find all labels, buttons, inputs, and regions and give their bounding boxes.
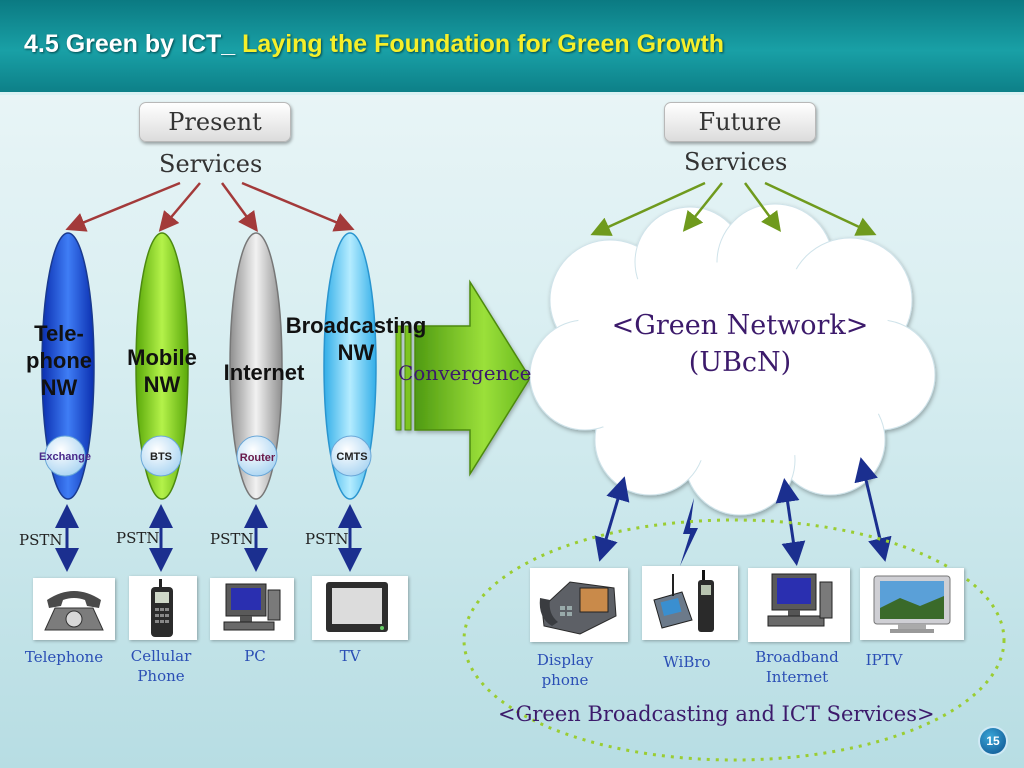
green-network-title: <Green Network> <box>611 310 869 341</box>
present-button: Present <box>139 102 291 142</box>
broadband-internet-label: Broadband Internet <box>755 648 839 686</box>
pstn-label-2: PSTN <box>116 529 160 547</box>
title-highlight: Laying the Foundation for Green Growth <box>242 30 725 58</box>
pc-image <box>210 578 294 640</box>
cloud-link-iptv <box>854 457 892 562</box>
tv-image <box>312 576 408 640</box>
present-service-arrows <box>65 181 355 233</box>
convergence-label: Convergence <box>398 361 532 385</box>
cmts-node-circle <box>330 435 372 477</box>
display-phone-label: Display phone <box>536 651 594 689</box>
router-node-circle <box>236 435 278 477</box>
pstn-label-3: PSTN <box>210 530 254 548</box>
exchange-label: Exchange <box>39 451 91 463</box>
pc-label: PC <box>244 647 266 665</box>
green-network-label: <Green Network> (UBcN) <box>570 307 910 381</box>
wibro-image <box>642 566 738 640</box>
cloud-link-display-phone <box>594 476 630 562</box>
bts-node-circle <box>140 435 182 477</box>
broadcasting-network-ellipse <box>323 232 377 500</box>
telephone-network-ellipse <box>41 232 95 500</box>
green-network-cloud <box>529 203 936 516</box>
future-services-label: Services <box>684 148 788 176</box>
cmts-label: CMTS <box>336 451 368 463</box>
iptv-label: IPTV <box>865 651 903 669</box>
cellular-phone-icon <box>151 579 173 637</box>
wibro-icon <box>653 570 714 632</box>
mobile-network-ellipse <box>135 232 189 500</box>
telephone-image <box>33 578 115 640</box>
telephone-label: Telephone <box>24 648 104 666</box>
display-phone-image <box>530 568 628 642</box>
pstn-label-1: PSTN <box>19 531 63 549</box>
page-number: 15 <box>980 728 1006 754</box>
future-button: Future <box>664 102 816 142</box>
router-label: Router <box>239 452 276 464</box>
tv-icon <box>326 582 388 632</box>
telephone-icon <box>44 591 104 631</box>
tv-label: TV <box>339 647 361 665</box>
slide-title: 4.5 Green by ICT_ Laying the Foundation … <box>24 30 724 59</box>
iptv-image <box>860 568 964 640</box>
green-network-subtitle: (UBcN) <box>688 347 792 378</box>
green-services-boundary <box>462 518 1006 762</box>
bts-label: BTS <box>150 451 172 463</box>
green-services-label: <Green Broadcasting and ICT Services> <box>498 702 935 726</box>
convergence-arrow <box>395 279 531 477</box>
cellular-phone-image <box>129 576 197 640</box>
mobile-network-label: Mobile NW <box>127 345 197 397</box>
cellular-phone-label: Cellular Phone <box>130 647 192 685</box>
wireless-lightning-icon <box>680 498 698 566</box>
title-prefix: 4.5 Green by ICT_ <box>24 30 243 58</box>
exchange-node-circle <box>44 435 86 477</box>
internet-ellipse <box>229 232 283 500</box>
broadband-internet-image <box>748 568 850 642</box>
present-services-label: Services <box>159 150 263 178</box>
computer-icon <box>767 573 833 627</box>
display-phone-icon <box>539 581 617 635</box>
iptv-icon <box>873 575 951 633</box>
telephone-network-label: Tele- phone NW <box>26 321 92 400</box>
pstn-label-4: PSTN <box>305 530 349 548</box>
wibro-label: WiBro <box>663 653 711 671</box>
title-bar: 4.5 Green by ICT_ Laying the Foundation … <box>0 0 1024 95</box>
broadcasting-network-label: Broadcasting NW <box>285 313 427 365</box>
pc-icon <box>223 583 281 631</box>
internet-label: Internet <box>223 360 305 385</box>
